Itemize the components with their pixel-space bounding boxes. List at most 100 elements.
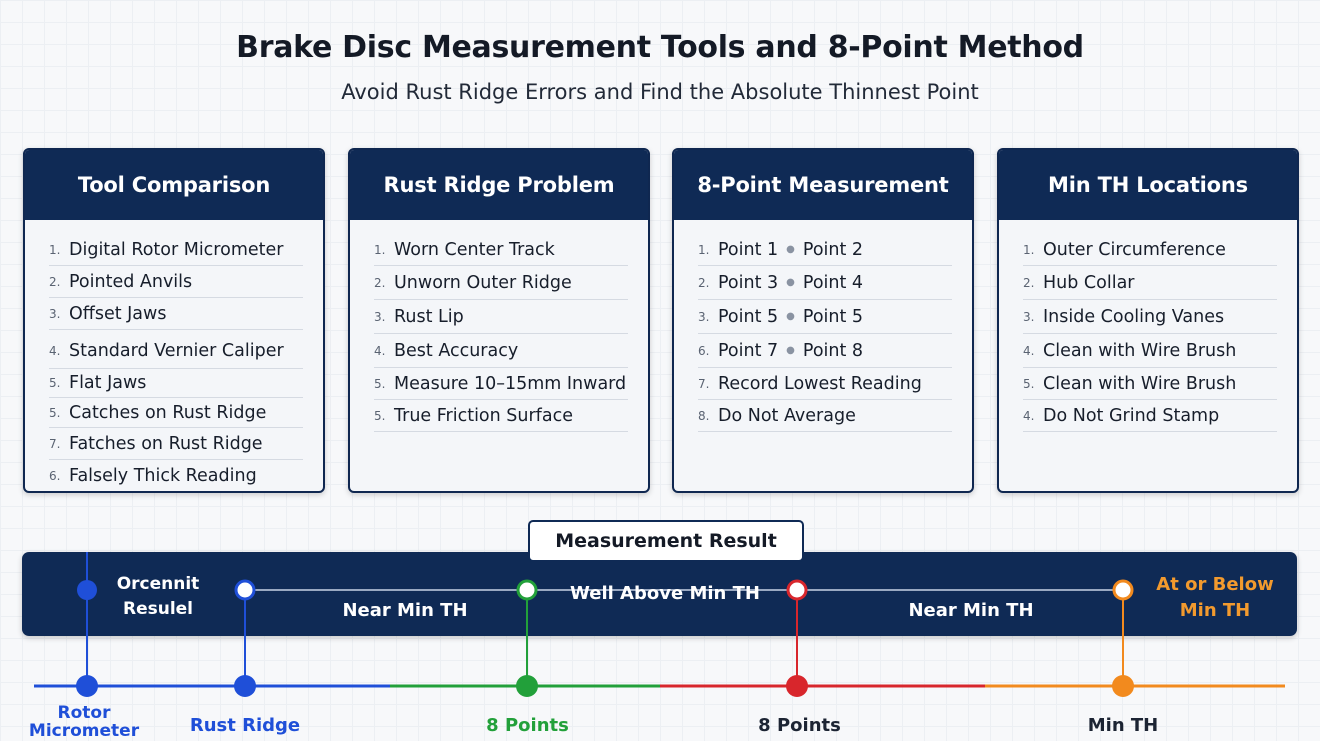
axis-label-rotor-micrometer: Rotor Micrometer [28,703,140,741]
item-text: Offset Jaws [69,303,167,324]
item-number: 1. [698,242,710,257]
list-item: 3.Inside Cooling Vanes [1023,300,1277,334]
item-number: 7. [49,436,61,451]
item-text: Pointed Anvils [69,271,193,292]
list-item: 2. Pointed Anvils [49,266,303,298]
bullet-dot-icon: ● [786,345,795,356]
item-text: Rust Lip [394,306,464,327]
list-item: 1. Worn Center Track [374,234,628,266]
card-tool-comparison: Tool Comparison 1.Digital Rotor Micromet… [23,148,325,493]
list-item: 5. Flat Jaws [49,369,303,398]
list-item: 2. Hub Collar [1023,266,1277,300]
card-title: Min TH Locations [999,150,1297,220]
item-text: Catches on Rust Ridge [69,402,267,423]
item-number: 4. [374,343,386,358]
marker-rust-band [234,579,256,601]
item-number: 5. [374,376,386,391]
card-8-point-measurement: 8-Point Measurement 1. Point 1 ● Point 2 2.… [672,148,974,493]
item-text: Falsely Thick Reading [69,465,257,486]
item-number: 2. [49,274,61,289]
list-item: 6. Falsely Thick Reading [49,460,303,491]
marker-rotor-band [77,580,97,600]
item-number: 2. [698,275,710,290]
item-text: Clean with Wire Brush [1043,373,1237,394]
item-number: 5. [49,376,61,390]
band-label-well-above: Well Above Min TH [570,583,760,604]
list-item: 1. Outer Circumference [1023,234,1277,266]
list-item: 5. Clean with Wire Brush [1023,368,1277,400]
item-number: 7. [698,376,710,391]
result-band [22,552,1297,636]
axis-dot-red [786,675,808,697]
item-text: Point 1 [718,239,779,260]
card-list: 1. Outer Circumference 2. Hub Collar 3.Ins… [999,220,1297,432]
item-text: Worn Center Track [394,239,555,260]
item-number: 6. [49,468,61,483]
band-label-near-min-1: Near Min TH [342,600,468,621]
item-text: Measure 10–15mm Inward [394,373,627,394]
axis-dot-rust [234,675,256,697]
item-text: Digital Rotor Micrometer [69,239,284,260]
card-title: 8-Point Measurement [674,150,972,220]
item-text: Point 7 [718,340,779,361]
list-item: 6. Point 7 ● Point 8 [698,334,952,368]
item-number: 3. [698,309,710,324]
bullet-dot-icon: ● [786,244,795,255]
marker-green-band [516,579,538,601]
list-item: 4. Do Not Grind Stamp [1023,400,1277,432]
bullet-dot-icon: ● [786,311,795,322]
item-text: Point 3 [718,272,779,293]
item-text: Do Not Grind Stamp [1043,405,1220,426]
list-item: 1. Point 1 ● Point 2 [698,234,952,266]
item-text: Outer Circumference [1043,239,1226,260]
band-label-near-min-2: Near Min TH [908,600,1034,621]
list-item: 2. Point 3 ● Point 4 [698,266,952,300]
item-text: Hub Collar [1043,272,1135,293]
item-number: 8. [698,408,710,423]
item-number: 1. [1023,242,1035,257]
list-item: 8.Do Not Average [698,400,952,432]
item-text: Flat Jaws [69,373,147,393]
marker-red-band [786,579,808,601]
item-number: 4. [49,343,61,358]
item-number: 1. [374,242,386,257]
band-label-below-min: At or Below Min TH [1156,574,1274,621]
item-number: 2. [1023,275,1035,290]
item-text: Inside Cooling Vanes [1043,306,1225,327]
item-text: Record Lowest Reading [718,373,922,394]
item-text: Fatches on Rust Ridge [69,433,263,454]
item-text-secondary: Point 4 [802,272,864,293]
item-text: Standard Vernier Caliper [69,340,284,361]
item-number: 4. [1023,343,1035,358]
item-number: 4. [1023,408,1035,423]
list-item: 3. Offset Jaws [49,298,303,330]
item-number: 6. [698,343,710,358]
item-number: 3. [49,306,61,321]
list-item: 1.Digital Rotor Micrometer [49,234,303,266]
bullet-dot-icon: ● [786,277,795,288]
card-title: Rust Ridge Problem [350,150,648,220]
axis-label-rust-ridge: Rust Ridge [189,715,301,736]
measurement-result-tab: Measurement Result [528,520,804,562]
list-item: 7. Record Lowest Reading [698,368,952,400]
item-text-secondary: Point 8 [802,340,864,361]
list-item: 5. Measure 10–15mm Inward [374,368,628,400]
list-item: 4. Standard Vernier Caliper [49,330,303,369]
marker-orange-band [1112,579,1134,601]
item-number: 5. [1023,376,1035,391]
card-list: 1.Digital Rotor Micrometer 2. Pointed Anv… [25,220,323,491]
list-item: 5.True Friction Surface [374,400,628,432]
item-text: True Friction Surface [394,405,573,426]
band-label-first: Orcennit Resulel [116,574,200,619]
axis-dot-rotor [76,675,98,697]
item-text-secondary: Point 5 [802,306,864,327]
axis-label-8-points-red: 8 Points [758,715,841,736]
item-text: Unworn Outer Ridge [394,272,572,293]
item-text-secondary: Point 2 [802,239,864,260]
axis-label-min-th: Min TH [1087,715,1159,736]
item-text: Clean with Wire Brush [1043,340,1237,361]
list-item: 4.Best Accuracy [374,334,628,368]
list-item: 4. Clean with Wire Brush [1023,334,1277,368]
list-item: 3.Point 5●Point 5 [698,300,952,334]
axis-dot-orange [1112,675,1134,697]
